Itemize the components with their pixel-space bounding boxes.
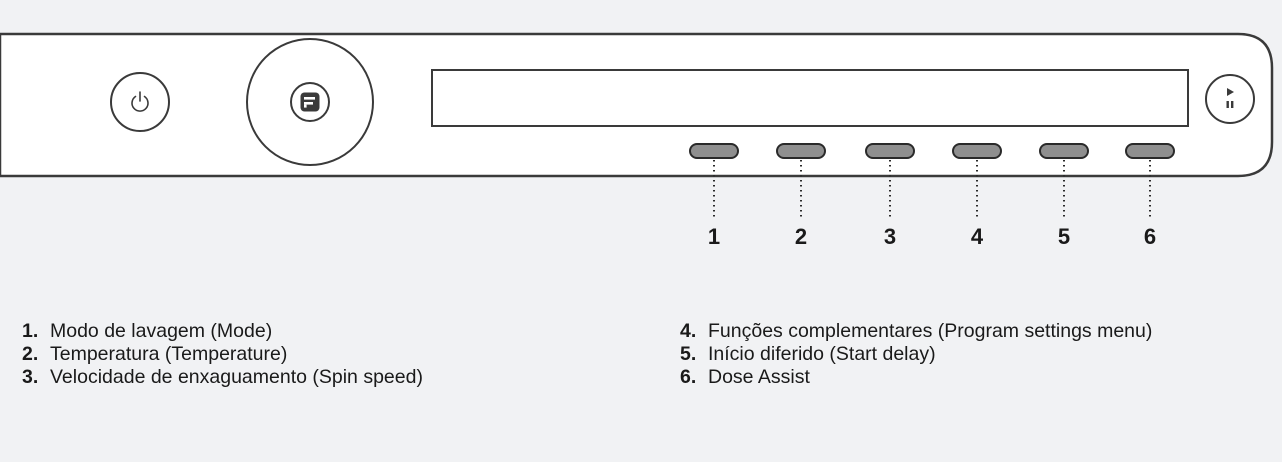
button-number-1: 1 [707, 224, 721, 249]
option-buttons [689, 143, 1175, 218]
legend-item-6: 6.Dose Assist [680, 366, 810, 388]
legend-item-1: 1.Modo de lavagem (Mode) [22, 320, 273, 342]
power-icon [131, 91, 149, 112]
option-button-5[interactable] [1039, 143, 1089, 159]
button-number-2: 2 [794, 224, 808, 249]
option-button-4[interactable] [952, 143, 1002, 159]
legend-right: 4.Funções complementares (Program settin… [680, 320, 1282, 389]
display-window [431, 69, 1189, 127]
program-dial[interactable] [246, 38, 374, 166]
legend-item-3: 3.Velocidade de enxaguamento (Spin speed… [22, 366, 423, 388]
button-number-3: 3 [883, 224, 897, 249]
option-button-6[interactable] [1125, 143, 1175, 159]
button-number-4: 4 [970, 224, 984, 249]
option-button-2[interactable] [776, 143, 826, 159]
legend-item-4: 4.Funções complementares (Program settin… [680, 320, 1153, 342]
legend-item-2: 2.Temperatura (Temperature) [22, 343, 288, 365]
power-button[interactable] [110, 72, 170, 132]
start-pause-button[interactable] [1205, 74, 1255, 124]
legend-item-5: 5.Início diferido (Start delay) [680, 343, 936, 365]
option-button-1[interactable] [689, 143, 739, 159]
button-number-6: 6 [1143, 224, 1157, 249]
dial-logo-icon [300, 92, 320, 112]
play-pause-icon [1226, 88, 1234, 108]
button-number-5: 5 [1057, 224, 1071, 249]
legend-left: 1.Modo de lavagem (Mode) 2.Temperatura (… [22, 320, 423, 389]
option-button-3[interactable] [865, 143, 915, 159]
